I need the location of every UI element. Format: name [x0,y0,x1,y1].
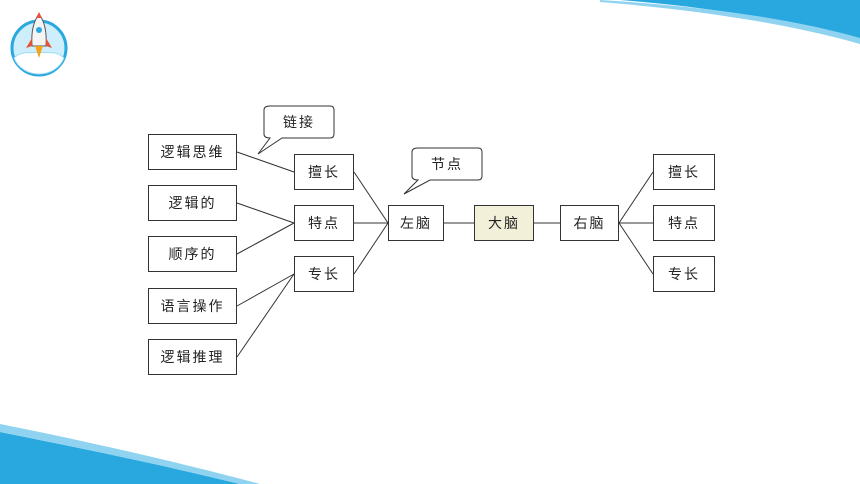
connector-reasoning-to-specialty [236,273,295,358]
center-brain-node: 大脑 [474,205,534,241]
right-item-trait: 特点 [653,205,715,241]
link-callout-label: 链接 [283,115,315,131]
bottom-left-wave [0,432,240,484]
connector-logical-to-trait [236,202,295,224]
left-item-logic-reasoning: 逻辑推理 [148,339,237,375]
connector-language-to-specialty [236,273,295,307]
bottom-left-wave-highlight [0,424,260,484]
left-mid-skill: 擅长 [294,154,354,190]
rocket-logo [10,12,68,77]
left-item-sequential: 顺序的 [148,236,237,272]
right-item-skill: 擅长 [653,154,715,190]
connector-specialty-to-left-brain [353,222,389,275]
top-right-wave [620,0,860,44]
left-brain-node: 左脑 [388,205,444,241]
right-item-specialty: 专长 [653,256,715,292]
connector-logic-thinking-to-skill [236,151,295,173]
right-brain-node: 右脑 [560,205,619,241]
left-item-logical: 逻辑的 [148,185,237,221]
node-callout-bubble [403,147,483,195]
left-item-language-operation: 语言操作 [148,288,237,324]
link-callout-bubble [257,105,335,155]
node-callout-label: 节点 [431,157,463,173]
connector-right-brain-to-skill [618,171,654,224]
left-item-logic-thinking: 逻辑思维 [148,134,237,170]
connector-sequential-to-trait [236,222,295,255]
left-mid-trait: 特点 [294,205,354,241]
connector-right-brain-to-specialty [618,222,654,275]
connector-skill-to-left-brain [353,171,389,224]
left-mid-specialty: 专长 [294,256,354,292]
